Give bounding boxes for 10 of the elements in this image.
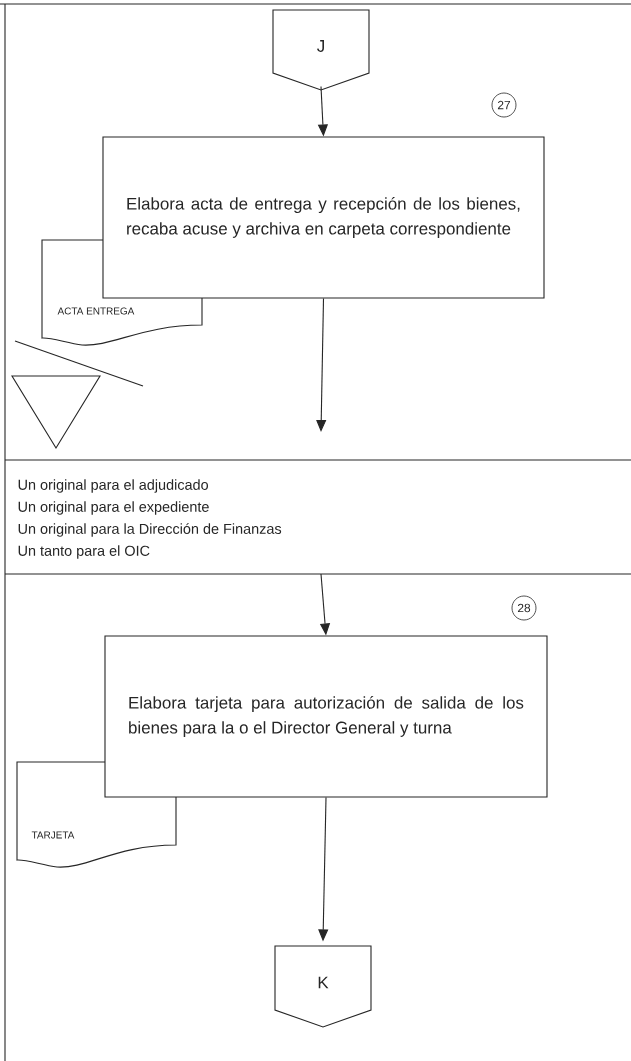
offpage-connector: K	[274, 945, 372, 1028]
step-number: 27	[491, 92, 517, 118]
note-line: Un original para la Dirección de Finanzas	[18, 523, 282, 537]
note-line: Un original para el adjudicado	[18, 479, 209, 493]
step-number: 28	[511, 595, 537, 621]
note-line: Un tanto para el OIC	[18, 545, 150, 559]
offpage-connector: J	[272, 9, 370, 91]
arrow	[316, 298, 327, 432]
note-line: Un original para el expediente	[18, 501, 209, 515]
process-box: Elabora tarjeta para autorización de salida de los bienes para la o el Director General y turna	[104, 635, 548, 798]
